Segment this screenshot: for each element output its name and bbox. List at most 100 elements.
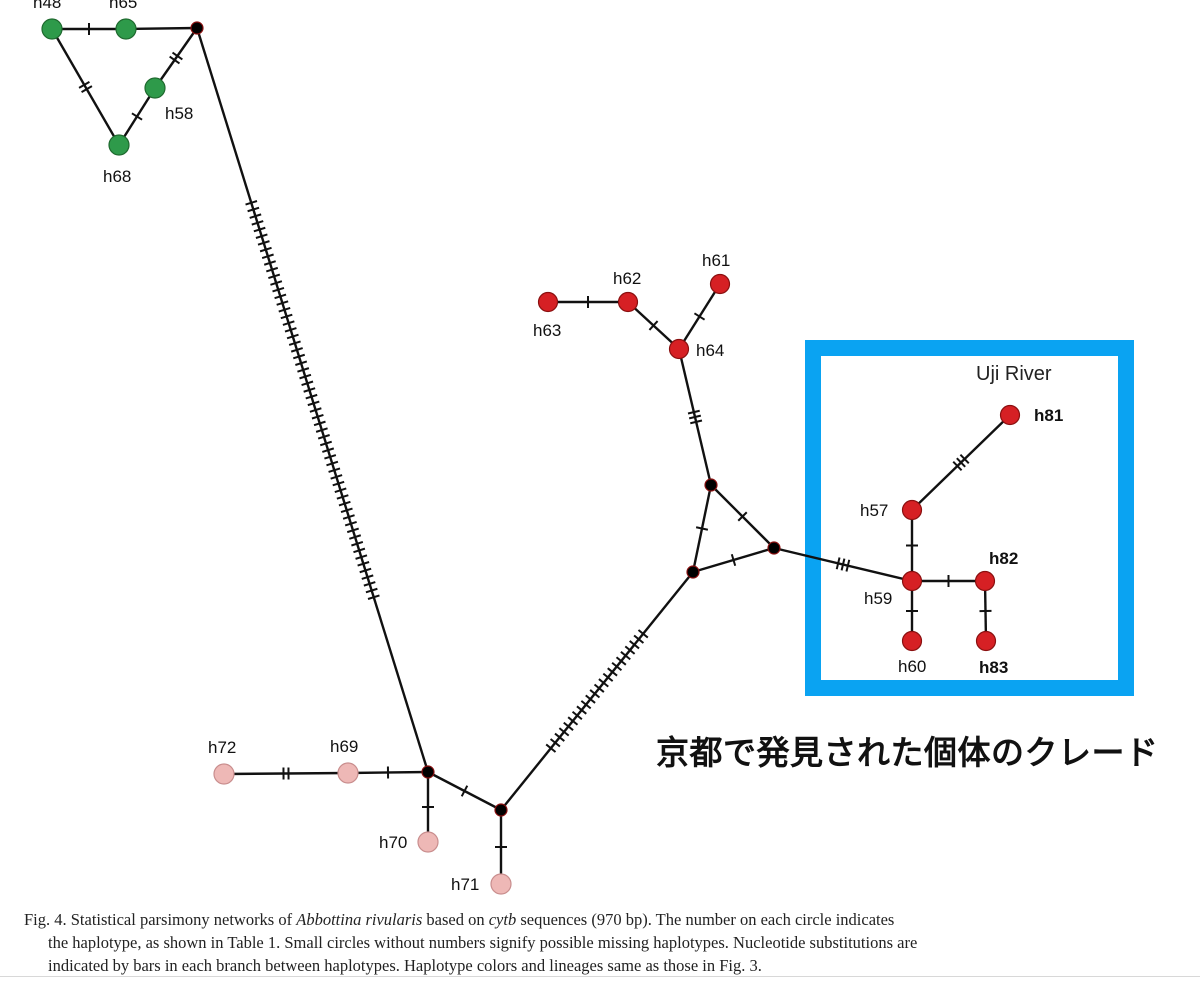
haplotype-node-h61 <box>709 273 731 295</box>
haplotype-node-h63 <box>537 291 559 313</box>
substitution-bar <box>78 80 90 89</box>
haplotype-label-h58: h58 <box>165 104 193 123</box>
substitution-bar <box>295 360 308 366</box>
haplotype-node-h64 <box>668 338 690 360</box>
substitution-bar <box>265 266 279 273</box>
haplotype-label-h62: h62 <box>613 269 641 288</box>
edge-m1-m5 <box>195 27 430 773</box>
haplotype-node-h60 <box>901 630 923 652</box>
substitution-bar <box>607 667 618 677</box>
substitution-bar <box>330 474 343 480</box>
branch-line <box>223 771 349 776</box>
substitution-bar <box>311 413 324 420</box>
edge-m2-m3 <box>710 484 775 549</box>
haplotype-label-h71: h71 <box>451 875 479 894</box>
substitution-bar <box>558 727 570 737</box>
substitution-bar <box>554 732 565 742</box>
edge-h61-h64 <box>677 283 722 350</box>
edge-m4-m6 <box>500 571 694 811</box>
substitution-bar <box>338 500 351 507</box>
substitution-bar <box>297 367 310 373</box>
substitution-bar <box>602 672 614 682</box>
haplotype-node-h58 <box>144 77 166 99</box>
substitution-bar <box>309 407 322 413</box>
haplotype-label-h81: h81 <box>1034 406 1063 425</box>
substitution-bar <box>693 312 706 321</box>
bottom-divider <box>0 976 1200 977</box>
substitution-bar <box>251 220 264 226</box>
haplotype-node-h71 <box>490 873 512 895</box>
substitution-bar <box>730 553 737 567</box>
substitution-bar <box>688 414 702 420</box>
haplotype-node-h65 <box>115 18 137 40</box>
missing-haplotype-node <box>767 541 781 555</box>
haplotype-label-h68: h68 <box>103 167 131 186</box>
caption-line-3: indicated by bars in each branch between… <box>48 956 762 975</box>
substitution-bar <box>169 55 181 65</box>
caption-text: Fig. 4. Statistical parsimony networks o… <box>24 910 297 929</box>
edge-h62-h64 <box>627 301 680 350</box>
edge-h48-h65 <box>52 23 126 35</box>
haplotype-label-h48: h48 <box>33 0 61 12</box>
substitution-bar <box>292 353 306 360</box>
edge-m2-m4 <box>691 484 713 573</box>
substitution-bar <box>367 594 380 600</box>
substitution-bar <box>131 112 143 121</box>
substitution-bar <box>835 557 841 570</box>
substitution-bar <box>620 651 631 661</box>
substitution-bar <box>840 558 846 571</box>
haplotype-node-h82 <box>974 570 996 592</box>
haplotype-node-h62 <box>617 291 639 313</box>
edge-m1-h58 <box>154 27 198 89</box>
substitution-bar <box>268 273 281 280</box>
substitution-bar <box>365 587 378 594</box>
substitution-bar <box>288 340 301 346</box>
haplotype-label-h65: h65 <box>109 0 137 12</box>
substitution-bar <box>690 419 703 425</box>
haplotype-node-h48 <box>41 18 63 40</box>
substitution-bar <box>959 454 970 465</box>
substitution-bar <box>247 206 260 213</box>
branch-line <box>154 27 198 89</box>
haplotype-label-h57: h57 <box>860 501 888 520</box>
haplotype-node-h81 <box>999 404 1021 426</box>
substitution-bar <box>328 467 341 473</box>
substitution-bar <box>263 260 276 266</box>
haplotype-node-h59 <box>901 570 923 592</box>
substitution-bar <box>249 213 262 219</box>
substitution-bar <box>278 307 291 313</box>
caption-text: sequences (970 bp). The number on each c… <box>516 910 895 929</box>
substitution-bar <box>317 434 330 440</box>
edge-h58-h68 <box>117 87 157 146</box>
branch-line <box>50 28 121 146</box>
edge-m3-h59 <box>773 546 913 583</box>
substitution-bar <box>284 327 297 333</box>
substitution-bar <box>255 233 268 239</box>
substitution-bar <box>274 293 287 300</box>
substitution-bar <box>324 454 337 460</box>
haplotype-node-h57 <box>901 499 923 521</box>
missing-haplotype-node <box>190 21 204 35</box>
branch-line <box>125 26 198 31</box>
edge-m5-m6 <box>427 770 502 812</box>
substitution-bar <box>611 661 623 672</box>
substitution-bar <box>585 694 596 704</box>
haplotype-label-h64: h64 <box>696 341 724 360</box>
edge-h65-m1 <box>125 26 198 31</box>
substitution-bar <box>615 656 627 666</box>
substitution-bar <box>301 380 314 387</box>
substitution-bar <box>549 738 561 748</box>
substitution-bar <box>342 514 355 520</box>
edge-h64-m2 <box>677 348 713 486</box>
missing-haplotype-node <box>494 803 508 817</box>
substitution-bar <box>355 554 368 560</box>
substitution-bar <box>567 716 579 726</box>
branch-line <box>500 571 694 811</box>
haplotype-label-h72: h72 <box>208 738 236 757</box>
edge-h63-h62 <box>548 296 628 308</box>
substitution-bar <box>361 574 374 580</box>
haplotype-node-h70 <box>417 831 439 853</box>
substitution-bar <box>576 705 587 715</box>
